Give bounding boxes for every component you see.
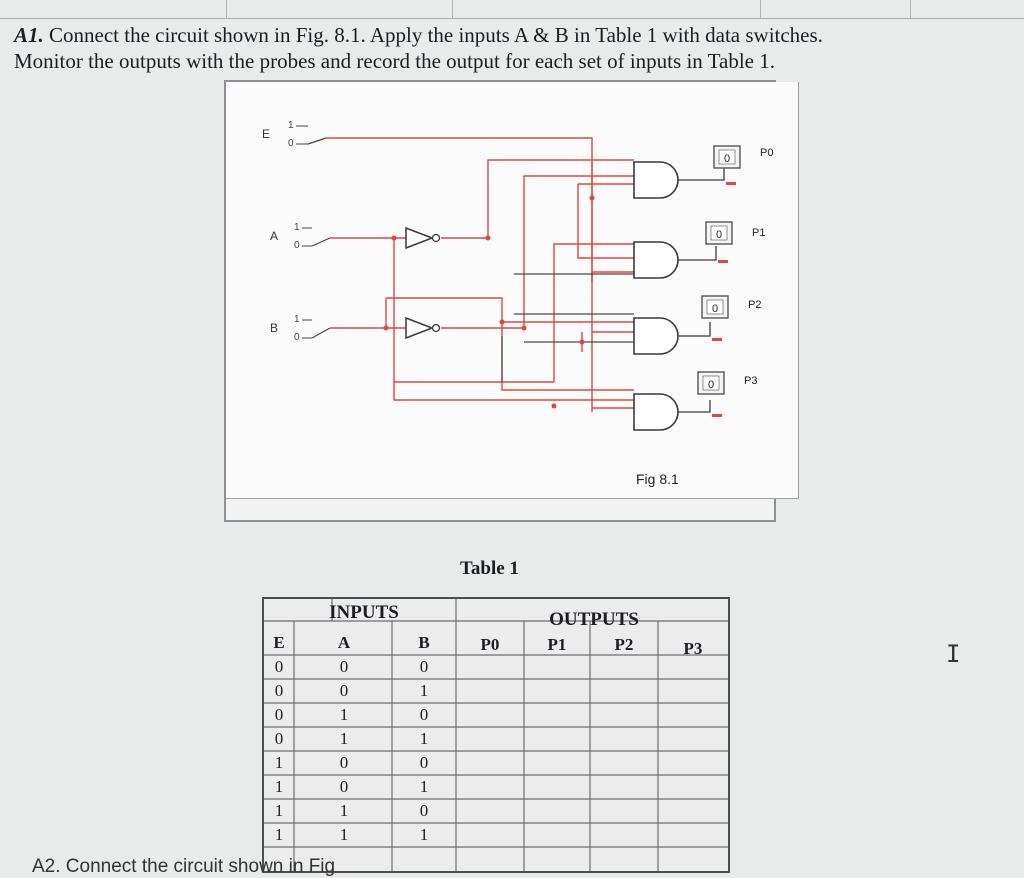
table-cell: 0 (274, 681, 284, 700)
table-cell: 1 (339, 825, 349, 844)
output-wires (678, 166, 725, 413)
table-cell: 1 (274, 825, 284, 844)
inverter-b (405, 316, 441, 340)
table-cell: 1 (419, 729, 429, 748)
next-question-partial: A2. Connect the circuit shown in Fig (32, 856, 336, 877)
table-cell: 0 (339, 681, 349, 700)
top-rule-tick (452, 0, 453, 18)
table-cell: 1 (274, 777, 284, 796)
circuit-wires-dark (501, 273, 634, 382)
switch-b-low: 0 (294, 332, 300, 343)
probe-p3-label: P3 (744, 375, 757, 387)
table-cell: 0 (274, 705, 284, 724)
circuit-canvas (226, 82, 799, 499)
table-cell: 1 (339, 729, 349, 748)
text-cursor-icon: I (946, 640, 961, 668)
inputs-header: INPUTS (329, 602, 399, 623)
table-cell: 1 (274, 753, 284, 772)
switch-b-label: B (270, 321, 278, 335)
question-a1: A1. Connect the circuit shown in Fig. 8.… (14, 22, 1014, 74)
and-gate-p3 (633, 393, 679, 431)
switch-a-high: 1 (294, 222, 300, 233)
col-header-p3: P3 (683, 639, 703, 658)
table-cell: 0 (339, 753, 349, 772)
probe-p2-value: 0 (712, 303, 718, 315)
table-title: Table 1 (460, 558, 519, 579)
table-cell: 0 (419, 705, 429, 724)
table-cell: 0 (419, 657, 429, 676)
table-cell: 0 (419, 753, 429, 772)
switch-e-label: E (262, 127, 270, 141)
table-cell: 0 (274, 729, 284, 748)
question-text-line-1: Connect the circuit shown in Fig. 8.1. A… (49, 23, 823, 47)
probe-p1-value: 0 (716, 229, 722, 241)
probe-p3-value: 0 (708, 379, 714, 391)
table-cell: 0 (274, 657, 284, 676)
probe-p1-label: P1 (752, 227, 765, 239)
col-header-b: B (418, 633, 430, 652)
switch-b-high: 1 (294, 314, 300, 325)
probe-p1: 0 P1 (705, 221, 765, 245)
table-cell: 1 (339, 801, 349, 820)
and-gate-p2 (633, 317, 679, 355)
switch-b[interactable]: B 1 0 (270, 314, 331, 343)
table-cell: 1 (419, 777, 429, 796)
col-header-p1: P1 (547, 635, 567, 654)
figure-caption: Fig 8.1 (636, 471, 679, 487)
probe-p0: 0 P0 (713, 145, 773, 169)
probe-p0-label: P0 (760, 147, 773, 159)
col-header-p2: P2 (614, 635, 634, 654)
question-number: A1. (14, 23, 44, 47)
table-cell: 1 (274, 801, 284, 820)
table-cell: 1 (419, 681, 429, 700)
switch-a-label: A (270, 229, 278, 243)
switch-e[interactable]: E 1 0 (262, 120, 327, 149)
circuit-figure: E 1 0 A 1 0 B 1 0 (224, 80, 799, 522)
output-markers (712, 182, 736, 417)
circuit-wires (326, 137, 634, 412)
document-top-rule (0, 0, 1024, 20)
top-rule-tick (226, 0, 227, 18)
table-cell: 0 (339, 657, 349, 676)
col-header-p0: P0 (480, 635, 500, 654)
truth-table: INPUTS OUTPUTS E A B P0 P1 P2 P3 0 0 0 0… (262, 597, 730, 873)
circuit-junctions (383, 195, 595, 409)
question-text-line-2: Monitor the outputs with the probes and … (14, 49, 775, 73)
outputs-header: OUTPUTS (549, 609, 639, 630)
circuit-diagram: E 1 0 A 1 0 B 1 0 (262, 120, 773, 487)
top-rule-tick (760, 0, 761, 18)
probe-p2-label: P2 (748, 299, 761, 311)
table-cell: 1 (419, 825, 429, 844)
table-grid (264, 599, 728, 871)
table-cell: 1 (339, 705, 349, 724)
top-rule-tick (910, 0, 911, 18)
question-line-1: A1. Connect the circuit shown in Fig. 8.… (14, 22, 1014, 48)
and-gate-p1 (633, 241, 679, 279)
col-header-a: A (337, 633, 351, 652)
and-gate-p0 (633, 161, 679, 199)
probe-p2: 0 P2 (701, 295, 761, 319)
table-cell: 0 (419, 801, 429, 820)
switch-e-high: 1 (288, 120, 294, 131)
probe-p0-value: 0 (724, 153, 730, 165)
inverter-a (405, 226, 441, 250)
probe-p3: 0 P3 (697, 371, 757, 395)
top-rule-line (0, 18, 1024, 19)
switch-e-low: 0 (288, 138, 294, 149)
switch-a[interactable]: A 1 0 (270, 222, 331, 251)
table-cell: 0 (339, 777, 349, 796)
switch-a-low: 0 (294, 240, 300, 251)
col-header-e: E (273, 633, 285, 652)
